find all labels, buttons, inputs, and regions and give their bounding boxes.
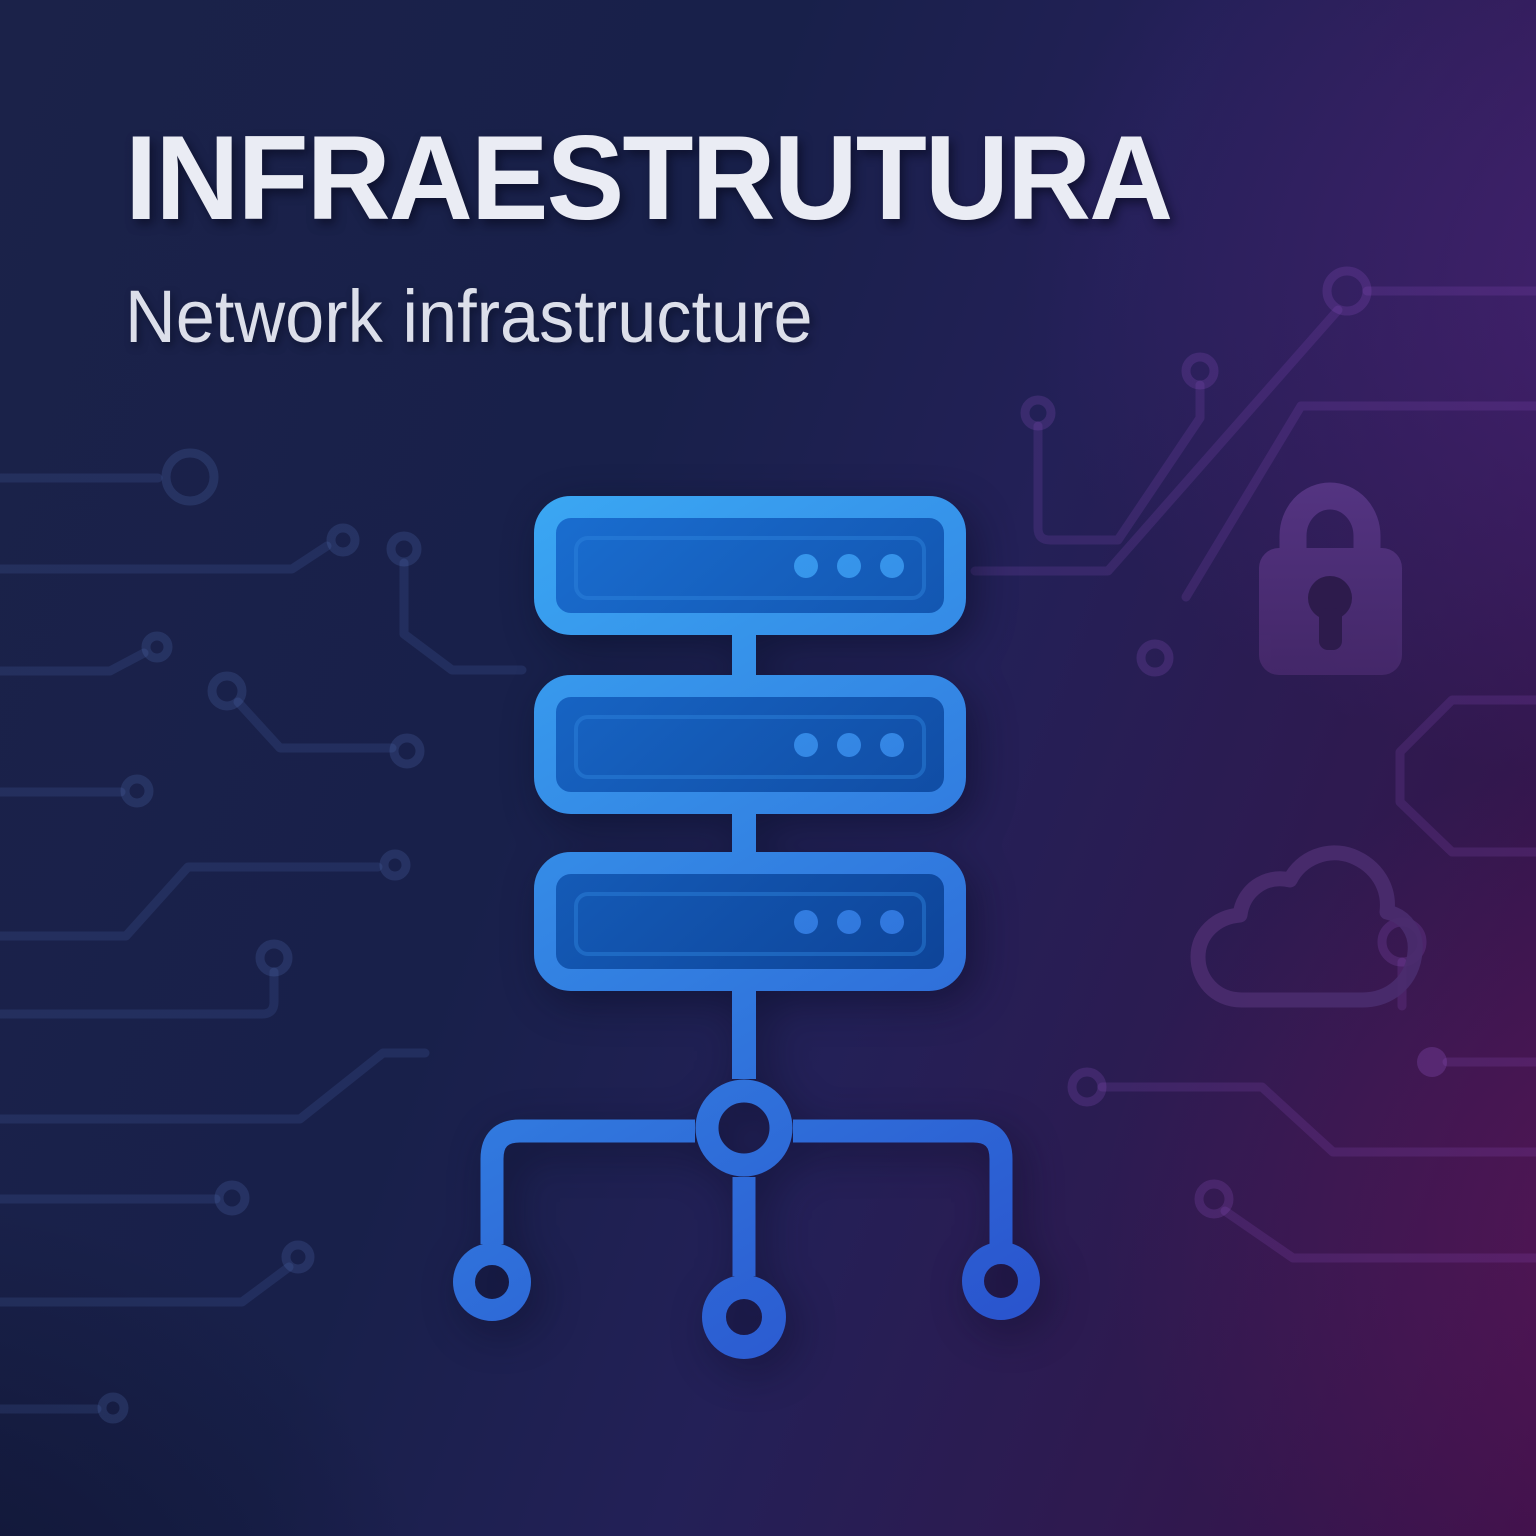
circuit-traces-left bbox=[0, 448, 527, 1424]
status-dots bbox=[794, 554, 904, 578]
status-dots bbox=[794, 733, 904, 757]
page-subtitle: Network infrastructure bbox=[125, 275, 813, 358]
network-terminal-node-right bbox=[962, 1242, 1040, 1320]
server-unit-3 bbox=[534, 852, 966, 991]
header: INFRAESTRUTURA Network infrastructure bbox=[125, 118, 1204, 354]
server-unit-1 bbox=[534, 496, 966, 635]
network-hub-node bbox=[695, 1079, 793, 1177]
status-dots bbox=[794, 910, 904, 934]
circuit-traces-right bbox=[970, 266, 1536, 1263]
network-branches bbox=[480, 1119, 1013, 1276]
network-terminal-node-middle bbox=[702, 1275, 786, 1359]
server-unit-2 bbox=[534, 675, 966, 814]
branch-left bbox=[480, 1119, 695, 1244]
padlock-icon bbox=[1259, 482, 1402, 675]
cloud-icon bbox=[1190, 845, 1423, 1008]
network-terminal-node-left bbox=[453, 1243, 531, 1321]
page-title: INFRAESTRUTURA bbox=[125, 111, 1173, 245]
branch-right bbox=[793, 1119, 1013, 1244]
